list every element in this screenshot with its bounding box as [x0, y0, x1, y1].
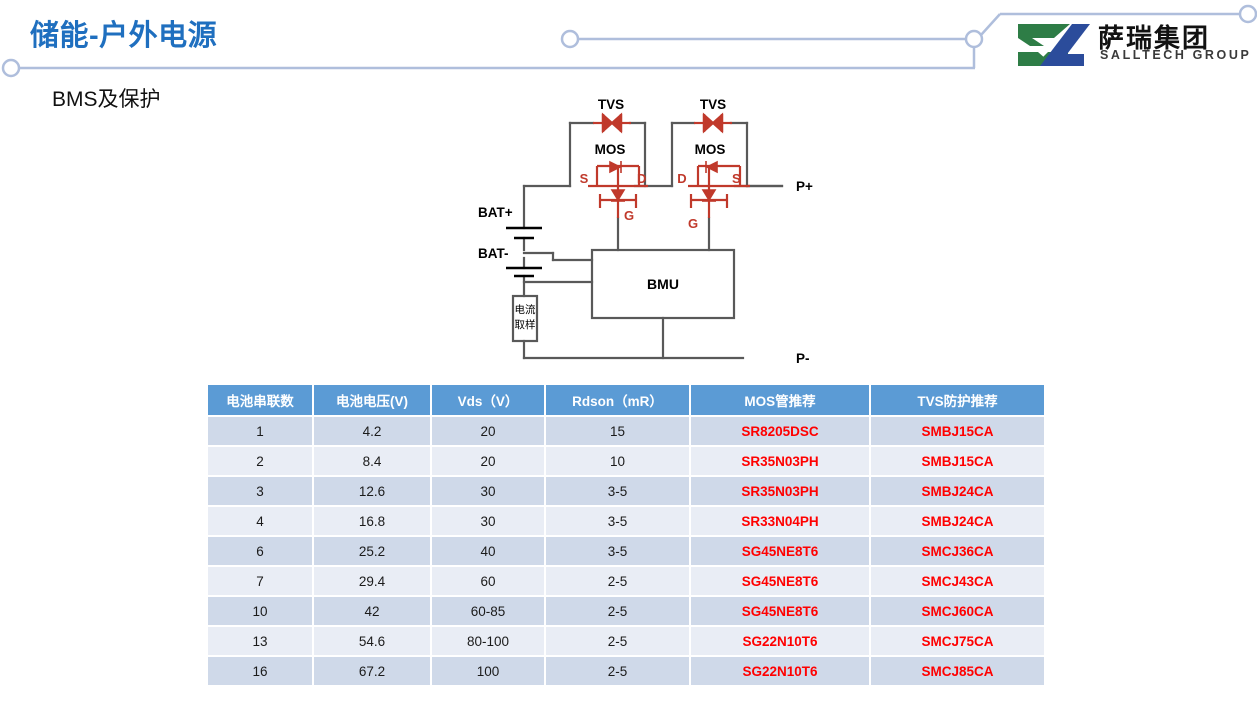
label-drain-left: D [637, 171, 646, 186]
label-source-right: S [732, 171, 741, 186]
table-cell-r6-c2: 29.4 [313, 566, 432, 597]
table-cell-r2-c1: 2 [208, 446, 314, 477]
table-cell-r7-c6: SMCJ60CA [870, 596, 1044, 627]
table-cell-r8-c6: SMCJ75CA [870, 626, 1044, 657]
label-bmu: BMU [647, 276, 679, 292]
table-cell-r8-c2: 54.6 [313, 626, 432, 657]
label-bat-plus: BAT+ [478, 205, 513, 220]
table-cell-r4-c6: SMBJ24CA [870, 506, 1044, 537]
mos-tvs-selection-table: 电池串联数 电池电压(V) Vds（V） Rdson（mR） MOS管推荐 TV… [208, 385, 1044, 687]
table-cell-r1-c1: 1 [208, 416, 314, 447]
table-cell-r7-c1: 10 [208, 596, 314, 627]
column-header-tvs-recommend: TVS防护推荐 [870, 385, 1044, 417]
label-gate-right: G [688, 216, 698, 231]
label-p-minus: P- [796, 351, 810, 366]
table-cell-r3-c4: 3-5 [545, 476, 691, 507]
table-cell-r6-c4: 2-5 [545, 566, 691, 597]
label-gate-left: G [624, 208, 634, 223]
table-cell-r1-c5: SR8205DSC [690, 416, 871, 447]
label-mos-left: MOS [595, 142, 626, 157]
table-cell-r5-c6: SMCJ36CA [870, 536, 1044, 567]
label-shunt-line2: 取样 [515, 318, 536, 331]
table-cell-r1-c4: 15 [545, 416, 691, 447]
table-cell-r7-c4: 2-5 [545, 596, 691, 627]
table-cell-r3-c2: 12.6 [313, 476, 432, 507]
table-cell-r5-c4: 3-5 [545, 536, 691, 567]
table-cell-r9-c4: 2-5 [545, 656, 691, 687]
company-logo: 萨瑞集团 SALLTECH GROUP [1014, 18, 1249, 74]
table-cell-r6-c1: 7 [208, 566, 314, 597]
table-cell-r8-c4: 2-5 [545, 626, 691, 657]
table-cell-r3-c6: SMBJ24CA [870, 476, 1044, 507]
column-header-battery-voltage: 电池电压(V) [313, 385, 432, 417]
label-drain-right: D [677, 171, 686, 186]
label-p-plus: P+ [796, 179, 813, 194]
table-cell-r8-c3: 80-100 [431, 626, 546, 657]
table-cell-r9-c3: 100 [431, 656, 546, 687]
table-header-row: 电池串联数 电池电压(V) Vds（V） Rdson（mR） MOS管推荐 TV… [208, 385, 1044, 417]
label-tvs-right: TVS [700, 97, 726, 112]
column-header-vds: Vds（V） [431, 385, 546, 417]
table-cell-r1-c2: 4.2 [313, 416, 432, 447]
table-cell-r1-c3: 20 [431, 416, 546, 447]
table-cell-r6-c3: 60 [431, 566, 546, 597]
table-cell-r9-c2: 67.2 [313, 656, 432, 687]
label-tvs-left: TVS [598, 97, 624, 112]
label-source-left: S [580, 171, 589, 186]
table-cell-r8-c1: 13 [208, 626, 314, 657]
table-cell-r4-c4: 3-5 [545, 506, 691, 537]
table-cell-r4-c3: 30 [431, 506, 546, 537]
label-mos-right: MOS [695, 142, 726, 157]
column-header-series-count: 电池串联数 [208, 385, 314, 417]
table-cell-r2-c5: SR35N03PH [690, 446, 871, 477]
logo-name-cn: 萨瑞集团 [1098, 23, 1211, 53]
table-cell-r1-c6: SMBJ15CA [870, 416, 1044, 447]
table-cell-r7-c5: SG45NE8T6 [690, 596, 871, 627]
table-cell-r4-c2: 16.8 [313, 506, 432, 537]
table-cell-r5-c5: SG45NE8T6 [690, 536, 871, 567]
table-cell-r6-c5: SG45NE8T6 [690, 566, 871, 597]
page-title: 储能-户外电源 [30, 20, 218, 52]
label-shunt-line1: 电流 [515, 303, 536, 316]
table-cell-r9-c5: SG22N10T6 [690, 656, 871, 687]
label-bat-minus: BAT- [478, 246, 509, 261]
table-cell-r2-c2: 8.4 [313, 446, 432, 477]
logo-mark-icon [1018, 24, 1090, 66]
column-header-rdson: Rdson（mR） [545, 385, 691, 417]
table-cell-r2-c6: SMBJ15CA [870, 446, 1044, 477]
table-cell-r4-c5: SR33N04PH [690, 506, 871, 537]
table-cell-r9-c1: 16 [208, 656, 314, 687]
table-cell-r5-c2: 25.2 [313, 536, 432, 567]
section-subtitle: BMS及保护 [52, 88, 161, 111]
table-cell-r3-c5: SR35N03PH [690, 476, 871, 507]
table-cell-r7-c3: 60-85 [431, 596, 546, 627]
table-cell-r2-c3: 20 [431, 446, 546, 477]
table-cell-r9-c6: SMCJ85CA [870, 656, 1044, 687]
table-cell-r5-c3: 40 [431, 536, 546, 567]
table-cell-r8-c5: SG22N10T6 [690, 626, 871, 657]
table-cell-r2-c4: 10 [545, 446, 691, 477]
column-header-mos-recommend: MOS管推荐 [690, 385, 871, 417]
table-cell-r4-c1: 4 [208, 506, 314, 537]
bms-circuit-diagram: TVS TVS MOS MOS S D G D S G BAT+ BAT- P+… [478, 97, 813, 366]
table-cell-r7-c2: 42 [313, 596, 432, 627]
table-cell-r3-c3: 30 [431, 476, 546, 507]
table-cell-r6-c6: SMCJ43CA [870, 566, 1044, 597]
logo-name-en: SALLTECH GROUP [1100, 48, 1252, 62]
table-cell-r5-c1: 6 [208, 536, 314, 567]
table-cell-r3-c1: 3 [208, 476, 314, 507]
